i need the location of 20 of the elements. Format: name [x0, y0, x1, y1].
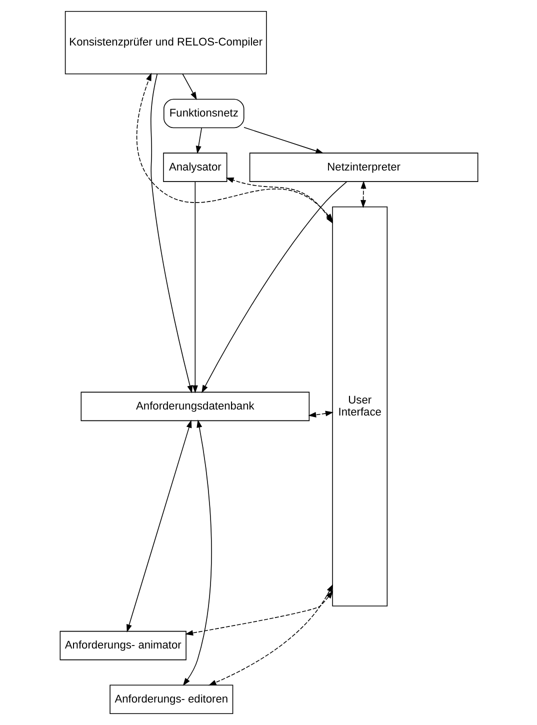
arrow [184, 590, 333, 636]
node-box: Anforderungs- animator [59, 630, 186, 660]
node-box: Netzinterpreter [248, 152, 478, 182]
arrow [195, 128, 202, 154]
node-box: Konsistenzprüfer und RELOS-Compiler [64, 10, 266, 74]
node-box: Anforderungsdatenbank [80, 392, 310, 422]
node-box: Funktionsnetz [163, 98, 244, 128]
arrow [360, 180, 366, 208]
arrow [243, 127, 324, 154]
arrow [208, 584, 333, 686]
node-box: Analysator [162, 152, 227, 182]
arrow [126, 420, 192, 632]
arrow [192, 182, 198, 394]
node-box: Anforderungs- editoren [109, 684, 233, 714]
arrow [182, 74, 196, 100]
arrow [182, 420, 212, 686]
arrow [150, 74, 192, 394]
arrow [201, 181, 347, 394]
node-box: User Interface [332, 206, 388, 606]
arrow [308, 410, 333, 418]
